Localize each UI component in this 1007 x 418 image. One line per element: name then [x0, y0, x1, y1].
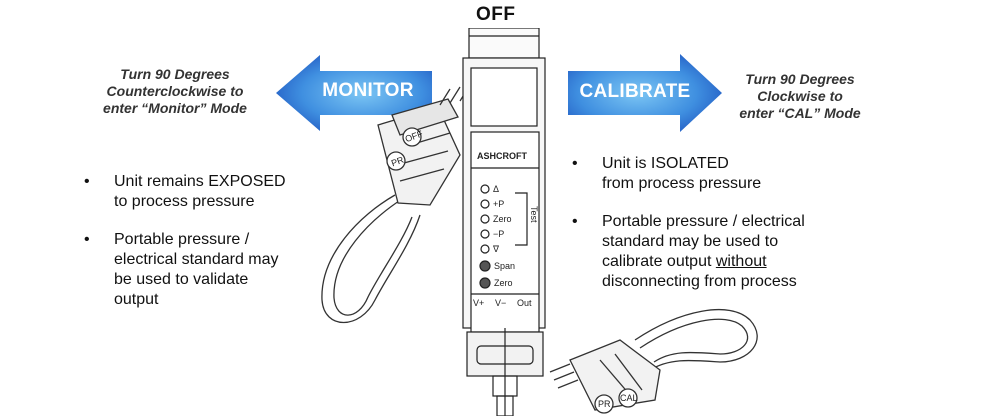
bullet-line: Portable pressure / electrical — [602, 213, 805, 230]
off-position-label: OFF — [476, 4, 516, 25]
calibrate-arrow-icon — [568, 54, 722, 132]
monitor-arrow-label: MONITOR — [322, 80, 414, 101]
indicator-label: ∇ — [492, 244, 500, 254]
bullet-line: calibrate output without — [602, 252, 872, 272]
bullet-line: from process pressure — [602, 175, 762, 192]
bullet-line: to process pressure — [114, 193, 255, 210]
plug-label-pr: PR — [390, 155, 406, 169]
underlined-word: without — [715, 253, 767, 270]
calibrate-plug-cable-icon: CAL PR — [549, 308, 758, 414]
plug-label-cal: CAL — [620, 393, 638, 403]
indicator-label: Zero — [493, 214, 512, 224]
calibrate-bullet-list: Unit is ISOLATED from process pressure P… — [572, 154, 872, 310]
bullet-text: calibrate output — [602, 253, 716, 270]
terminal-label: Out — [517, 298, 532, 308]
note-line: enter “Monitor” Mode — [103, 100, 247, 116]
cal-mode-note: Turn 90 Degrees Clockwise to enter “CAL”… — [700, 71, 900, 122]
note-line: Turn 90 Degrees — [745, 71, 855, 87]
list-item: Portable pressure / electrical standard … — [84, 230, 334, 310]
monitor-plug-cable-icon: OFF PR — [321, 85, 471, 324]
note-line: Turn 90 Degrees — [120, 66, 230, 82]
bullet-line: output — [114, 291, 159, 308]
brand-logo: ASHCROFT — [477, 151, 527, 161]
bullet-line: Portable pressure / — [114, 231, 250, 248]
note-line: Counterclockwise to — [106, 83, 244, 99]
monitor-mode-note: Turn 90 Degrees Counterclockwise to ente… — [60, 66, 290, 117]
indicator-label: −P — [493, 229, 504, 239]
bullet-line: Unit remains EXPOSED — [114, 173, 286, 190]
monitor-bullet-list: Unit remains EXPOSED to process pressure… — [84, 172, 334, 328]
list-item: Unit remains EXPOSED to process pressure — [84, 172, 334, 212]
list-item: Unit is ISOLATED from process pressure — [572, 154, 872, 194]
ashcroft-transmitter-device: ASHCROFT Δ +P Zero −P ∇ Test Span Zero V… — [462, 28, 546, 416]
bullet-line: standard may be used to — [602, 233, 779, 250]
indicator-label: Δ — [493, 184, 499, 194]
bullet-line: disconnecting from process — [602, 273, 797, 290]
indicator-label: +P — [493, 199, 504, 209]
note-line: enter “CAL” Mode — [739, 105, 861, 121]
bullet-line: be used to validate — [114, 271, 249, 288]
span-button-label: Span — [494, 261, 515, 271]
list-item: Portable pressure / electrical standard … — [572, 212, 872, 292]
note-line: Clockwise to — [757, 88, 843, 104]
terminal-label: V− — [495, 298, 506, 308]
terminal-label: V+ — [473, 298, 484, 308]
zero-button-label: Zero — [494, 278, 513, 288]
monitor-arrow-icon — [276, 55, 432, 131]
plug-label-pr: PR — [598, 399, 611, 409]
bullet-line: Unit is ISOLATED — [602, 155, 729, 172]
test-label: Test — [529, 206, 539, 223]
bullet-line: electrical standard may — [114, 251, 279, 268]
calibrate-arrow-label: CALIBRATE — [579, 81, 691, 102]
